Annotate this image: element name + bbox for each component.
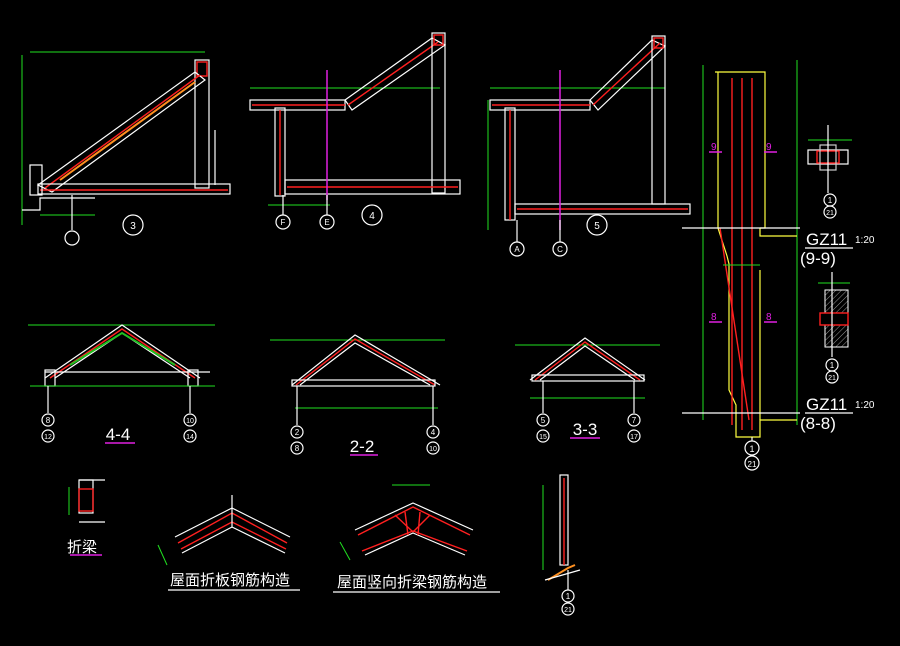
detail-99-section: (9-9)	[800, 249, 836, 268]
svg-text:5: 5	[541, 416, 546, 425]
roof-section-axes	[41, 413, 641, 455]
axis-bubble-f	[275, 214, 291, 230]
svg-text:1: 1	[830, 361, 835, 370]
svg-text:21: 21	[748, 460, 757, 469]
cut-mark-8-left: 8	[711, 312, 717, 323]
svg-text:1: 1	[749, 444, 754, 454]
cut-mark-9-right: 9	[766, 142, 772, 153]
section-3-label: 3	[130, 221, 136, 232]
axis-bubble	[561, 602, 575, 616]
axis-bubble	[64, 230, 80, 246]
section-title-4-4: 4-4	[106, 425, 131, 444]
section-5-marker	[586, 214, 608, 236]
detail-99-scale: 1:20	[855, 235, 875, 246]
svg-text:15: 15	[539, 434, 547, 441]
svg-text:21: 21	[826, 210, 834, 217]
svg-text:17: 17	[630, 434, 638, 441]
svg-text:21: 21	[828, 375, 836, 382]
detail-9-9	[807, 125, 852, 193]
svg-text:4: 4	[431, 428, 436, 437]
svg-text:1: 1	[566, 592, 571, 601]
svg-text:A: A	[514, 245, 520, 254]
axis-bubble-a	[509, 241, 525, 257]
section-5-label: 5	[594, 221, 600, 232]
svg-text:F: F	[281, 218, 286, 227]
cut-mark-9-left: 9	[711, 142, 717, 153]
svg-text:10: 10	[429, 446, 437, 453]
cut-mark-8-right: 8	[766, 312, 772, 323]
section-5-drawing	[487, 35, 691, 242]
roof-fold-plate-title: 屋面折板钢筋构造	[170, 571, 290, 589]
axis-bubble	[823, 205, 837, 219]
folded-beam-label: 折梁	[67, 538, 97, 556]
axis-bubble	[744, 455, 760, 471]
svg-text:8: 8	[46, 416, 51, 425]
svg-text:C: C	[557, 245, 563, 254]
section-4-label: 4	[369, 211, 375, 222]
roof-vertical-fold-beam-title: 屋面竖向折梁钢筋构造	[337, 573, 487, 591]
detail-8-8	[818, 272, 850, 357]
detail-88-section: (8-8)	[800, 414, 836, 433]
svg-text:1: 1	[828, 196, 833, 205]
roof-vertical-fold-beam-detail	[339, 484, 474, 561]
axis-bubble-e	[319, 214, 335, 230]
section-title-2-2: 2-2	[350, 437, 375, 456]
section-3-marker	[122, 214, 144, 236]
axis-bubble	[825, 370, 839, 384]
svg-text:2: 2	[295, 428, 300, 437]
roof-fold-plate-detail	[157, 495, 291, 566]
detail-88-name: GZ11	[806, 395, 847, 414]
axis-bubble-c	[552, 241, 568, 257]
axis-bubble	[744, 440, 760, 456]
svg-text:10: 10	[186, 418, 194, 425]
roof-section-3-3	[515, 337, 660, 413]
section-4-drawing	[249, 32, 461, 215]
svg-text:E: E	[324, 218, 329, 227]
small-stair-detail	[542, 474, 581, 590]
svg-text:7: 7	[632, 416, 637, 425]
detail-99-name: GZ11	[806, 230, 847, 249]
section-3-drawing	[21, 51, 231, 230]
svg-text:12: 12	[44, 434, 52, 441]
section-4-marker	[361, 204, 383, 226]
roof-section-2-2	[270, 334, 445, 425]
section-title-3-3: 3-3	[573, 420, 598, 439]
axis-bubble	[561, 589, 575, 603]
svg-text:21: 21	[564, 607, 572, 614]
svg-text:8: 8	[295, 444, 300, 453]
svg-text:14: 14	[186, 434, 194, 441]
folded-beam-detail	[68, 479, 105, 523]
column-gz11-elevation	[682, 60, 800, 441]
detail-88-scale: 1:20	[855, 400, 875, 411]
roof-section-4-4	[28, 324, 215, 413]
